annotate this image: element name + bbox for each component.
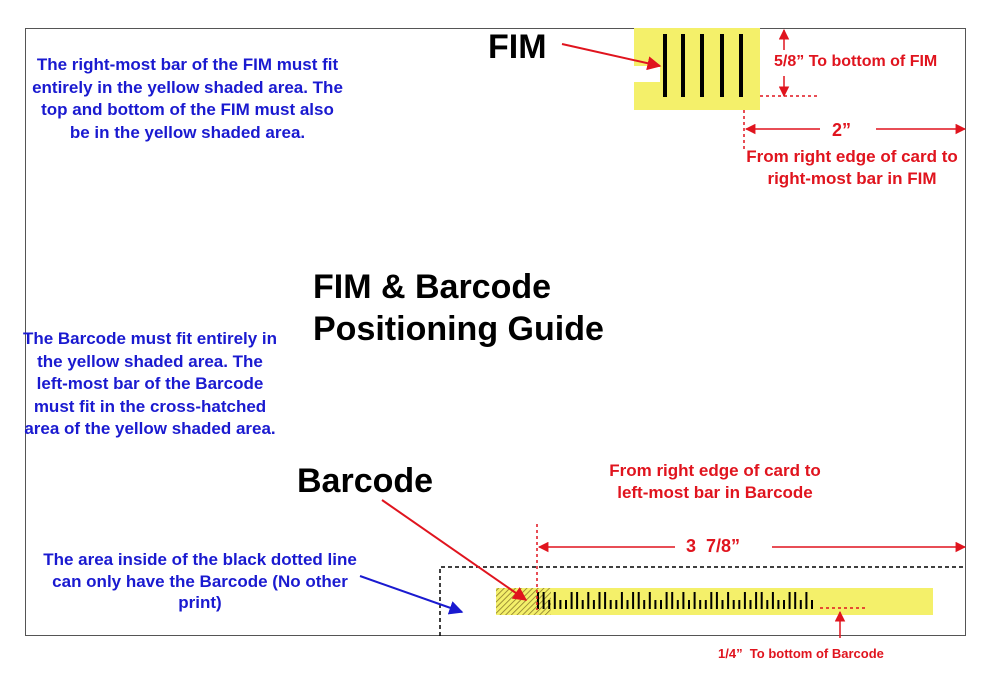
postcard-outline: [25, 28, 966, 636]
barcode-clear-zone: [439, 566, 966, 636]
fim-height-dimension: [760, 28, 818, 98]
barcode-note: The Barcode must fit entirely in the yel…: [22, 329, 278, 438]
barcode-distance-description: From right edge of card to left-most bar…: [609, 461, 821, 502]
page-title: FIM & Barcode Positioning Guide: [313, 268, 604, 348]
clear-zone-pointer-arrow: [359, 575, 464, 615]
barcode-distance-dimension: [536, 524, 967, 610]
barcode-pointer-arrow: [381, 499, 528, 601]
barcode-yellow-zone: [496, 588, 933, 615]
fim-distance-dimension: [743, 110, 967, 152]
fim-note: The right-most bar of the FIM must fit e…: [32, 55, 343, 142]
barcode-height-dimension: [820, 607, 865, 638]
barcode-distance-label: 3 7/8”: [686, 536, 741, 556]
fim-distance-description: From right edge of card to right-most ba…: [746, 147, 958, 188]
fim-pointer-arrow: [561, 43, 662, 71]
fim-distance-label: 2”: [832, 120, 852, 140]
clear-zone-note: The area inside of the black dotted line…: [43, 550, 357, 612]
barcode-label: Barcode: [297, 462, 434, 500]
fim-height-label: 5/8” To bottom of FIM: [774, 53, 938, 70]
barcode-height-label: 1/4” To bottom of Barcode: [718, 646, 884, 661]
barcode-bars: [537, 592, 813, 609]
fim-bars: [663, 34, 743, 97]
fim-label: FIM: [488, 28, 547, 66]
